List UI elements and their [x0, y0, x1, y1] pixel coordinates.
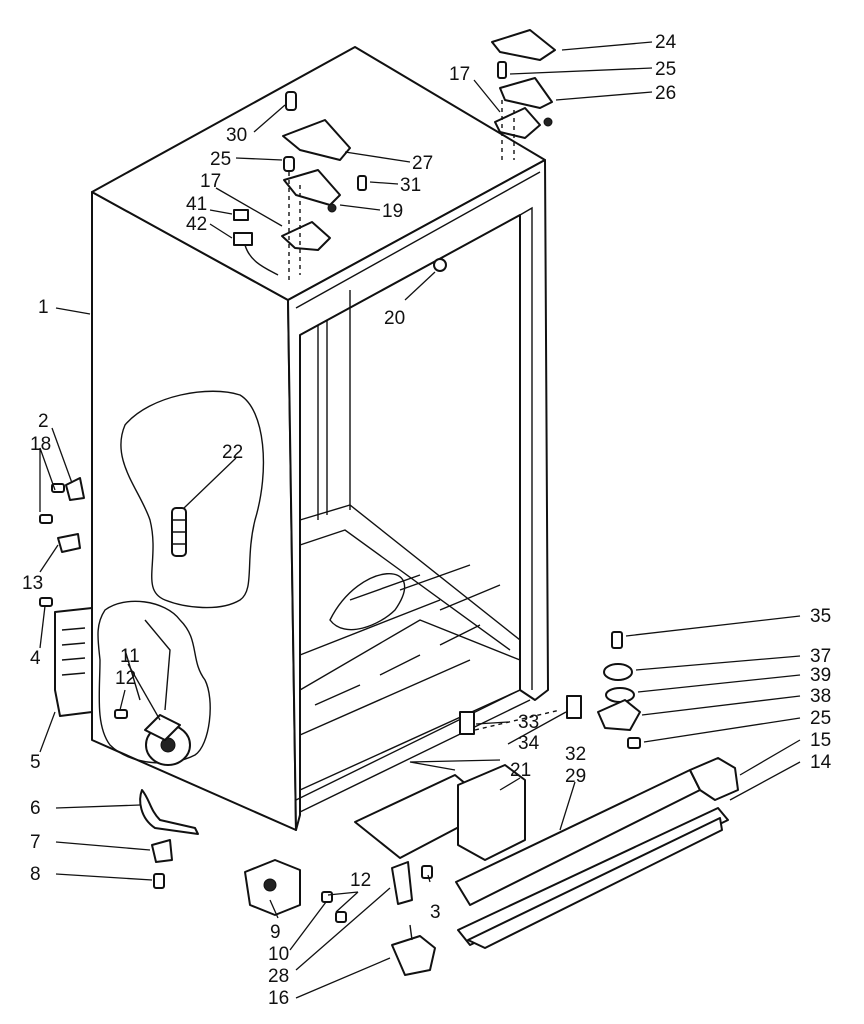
- callout-1: 1: [38, 297, 49, 318]
- callout-14: 14: [810, 752, 832, 773]
- callout-25: 25: [810, 708, 831, 729]
- callout-19: 19: [382, 201, 403, 222]
- upper-left-hinge: [233, 91, 367, 280]
- screw-20-part: [433, 258, 447, 272]
- callout-5: 5: [30, 752, 41, 773]
- callout-20: 20: [384, 308, 405, 329]
- callout-41: 41: [186, 194, 207, 215]
- callout-42: 42: [186, 214, 207, 235]
- callout-35: 35: [810, 606, 831, 627]
- callout-37: 37: [810, 646, 831, 667]
- callout-39: 39: [810, 665, 831, 686]
- callout-11: 11: [120, 646, 140, 667]
- callout-10: 10: [268, 944, 289, 965]
- callout-labels: 24 25 17 26 30 25 27 17 31 41 19 42 1 20…: [22, 32, 832, 1009]
- callout-15: 15: [810, 730, 831, 751]
- callout-12: 12: [350, 870, 371, 891]
- left-side-small-parts: [39, 477, 128, 719]
- callout-31: 31: [400, 175, 421, 196]
- drain-hose-parts: [139, 789, 199, 889]
- callout-3: 3: [430, 902, 441, 923]
- callout-28: 28: [268, 966, 289, 987]
- callout-38: 38: [810, 686, 831, 707]
- callout-7: 7: [30, 832, 41, 853]
- callout-6: 6: [30, 798, 41, 819]
- callout-18: 18: [30, 434, 51, 455]
- base-tray-part: [354, 764, 526, 861]
- callout-2: 2: [38, 411, 49, 432]
- callout-26: 26: [655, 83, 676, 104]
- callout-25: 25: [655, 59, 676, 80]
- callout-12: 12: [115, 668, 136, 689]
- lower-hinge-parts: [244, 859, 436, 976]
- callout-22: 22: [222, 442, 243, 463]
- defrost-motor-part: [144, 714, 191, 766]
- callout-13: 13: [22, 573, 43, 594]
- callout-8: 8: [30, 864, 41, 885]
- callout-17: 17: [449, 64, 470, 85]
- lower-right-hinge: [459, 631, 641, 749]
- callout-9: 9: [270, 922, 281, 943]
- callout-24: 24: [655, 32, 677, 53]
- callout-21: 21: [510, 760, 531, 781]
- callout-32: 32: [565, 744, 586, 765]
- callout-25: 25: [210, 149, 231, 170]
- callout-30: 30: [226, 125, 247, 146]
- callout-34: 34: [518, 733, 540, 754]
- leader-lines: [39, 41, 801, 999]
- callout-29: 29: [565, 766, 586, 787]
- callout-17: 17: [200, 171, 221, 192]
- callout-33: 33: [518, 712, 539, 733]
- callout-27: 27: [412, 153, 433, 174]
- callout-16: 16: [268, 988, 289, 1009]
- base-rails-part: [455, 757, 739, 949]
- callout-4: 4: [30, 648, 41, 669]
- drain-tube-part: [171, 507, 187, 557]
- upper-right-hinge: [491, 29, 556, 160]
- cabinet: [91, 46, 549, 831]
